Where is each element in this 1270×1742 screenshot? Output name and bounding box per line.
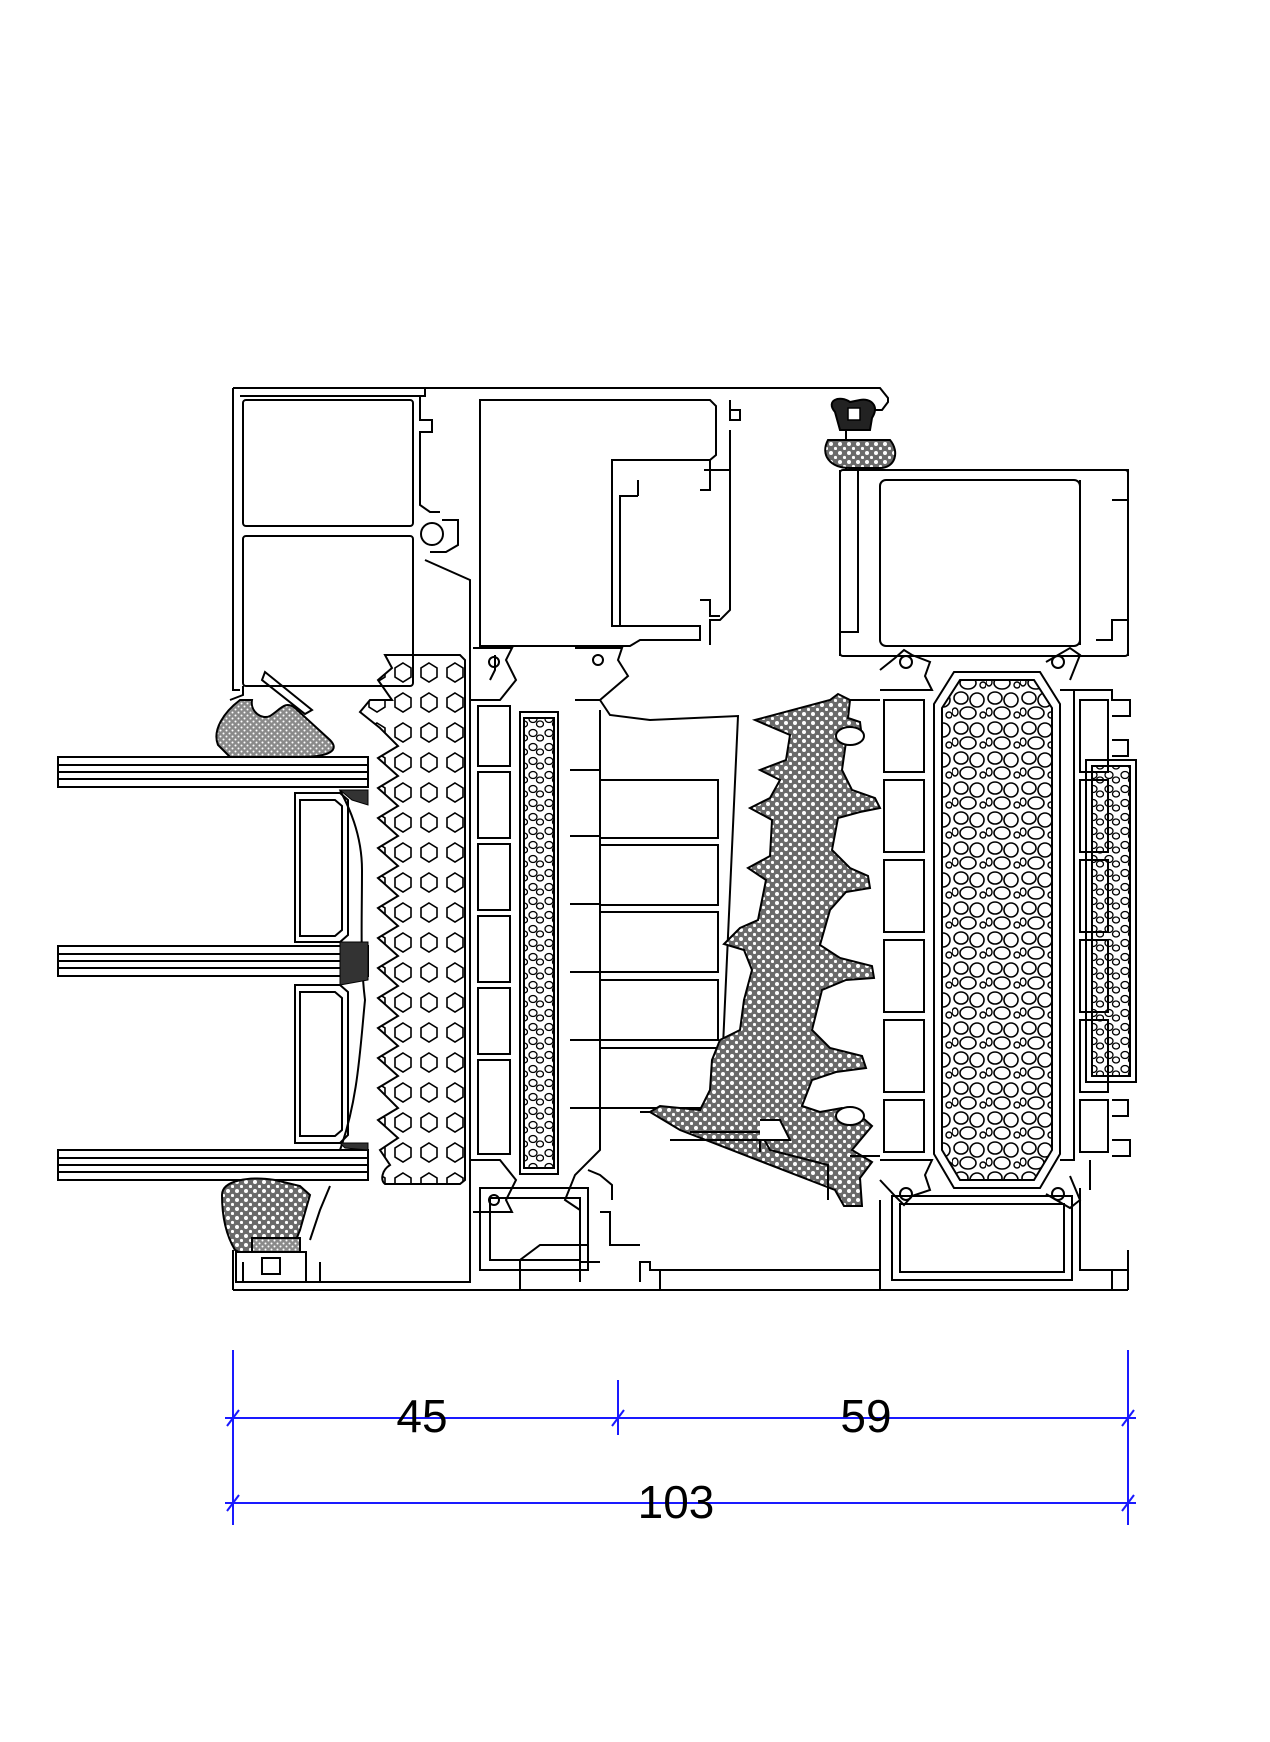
foam-strip-left bbox=[519, 711, 559, 1175]
triple-glass-pane bbox=[57, 756, 369, 1181]
thermal-break-right bbox=[850, 648, 934, 1207]
top-seal-gasket bbox=[824, 397, 897, 469]
dimension-lines bbox=[225, 1350, 1136, 1525]
insulating-foam-core bbox=[933, 671, 1061, 1189]
center-sash-seal bbox=[648, 692, 882, 1207]
glass-sealant bbox=[338, 789, 369, 1151]
foam-strip-right bbox=[1085, 759, 1137, 1083]
lower-glazing-gasket bbox=[220, 1177, 331, 1283]
hex-insulation-block bbox=[358, 654, 466, 1185]
dimension-label-left: 45 bbox=[396, 1390, 447, 1442]
thermal-break-left bbox=[469, 647, 518, 1213]
dimension-label-overall: 103 bbox=[638, 1476, 715, 1528]
dimension-label-right: 59 bbox=[840, 1390, 891, 1442]
outer-frame-profile bbox=[229, 387, 1129, 1291]
bottom-frame-profile bbox=[242, 1160, 1129, 1290]
upper-glazing-gasket bbox=[215, 699, 335, 758]
